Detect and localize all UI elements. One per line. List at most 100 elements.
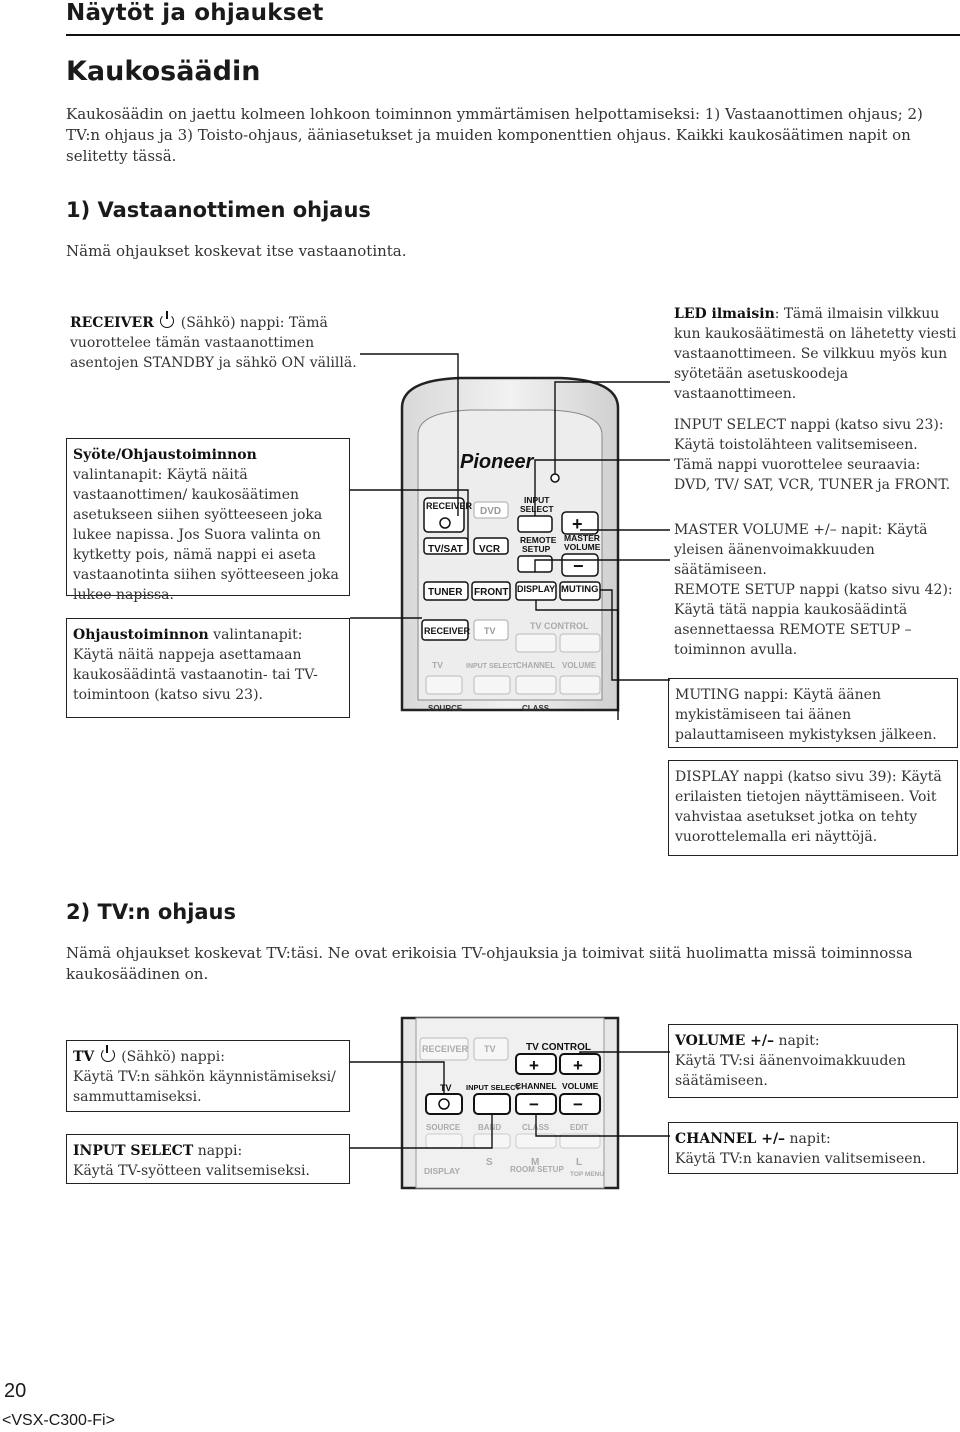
tv-power-button[interactable] — [425, 675, 463, 695]
minus-icon: − — [529, 1095, 539, 1114]
front-button[interactable] — [471, 581, 511, 601]
vcr-button[interactable] — [473, 537, 509, 555]
note-desc: napit: Käytä yleisen äänenvoimakkuuden s… — [674, 522, 928, 578]
label-class: CLASS — [522, 704, 550, 713]
note-display: DISPLAY nappi (katso sivu 39): Käytä eri… — [668, 760, 958, 856]
channel-up-button[interactable] — [515, 633, 557, 653]
power-icon — [438, 1098, 450, 1110]
volume-down-button[interactable] — [559, 675, 601, 695]
note-remote-setup: REMOTE SETUP nappi (katso sivu 42): Käyt… — [674, 580, 958, 660]
note-desc: (Sähkö) nappi: — [121, 1049, 225, 1065]
note-term: INPUT SELECT — [73, 1143, 194, 1159]
section1-title: 1) Vastaanottimen ohjaus — [66, 198, 371, 222]
label-volume: VOLUME — [562, 661, 597, 670]
receiver-mode-button[interactable] — [419, 1037, 469, 1061]
label-room-setup: ROOM SETUP — [510, 1165, 564, 1174]
note-desc: nappi (katso sivu 39): Käytä erilaisten … — [675, 769, 942, 845]
note-tv-channel: CHANNEL +/– napit: Käytä TV:n kanavien v… — [668, 1122, 958, 1174]
input-select-button[interactable] — [517, 515, 553, 533]
label-s: S — [486, 1157, 493, 1168]
note-desc2: Käytä TV:si äänenvoimakkuuden säätämisee… — [675, 1053, 906, 1089]
label-l: L — [576, 1157, 582, 1168]
note-desc: valintanapit: Käytä näitä vastaanottimen… — [73, 467, 339, 603]
note-term: REMOTE SETUP — [674, 582, 795, 598]
label-volume: VOLUME — [562, 1081, 599, 1091]
volume-up-button[interactable] — [559, 633, 601, 653]
btn-label-tuner: TUNER — [428, 587, 463, 598]
section2-title: 2) TV:n ohjaus — [66, 900, 237, 924]
btn-label-remote: REMOTE — [520, 535, 557, 545]
section1-subtitle: Nämä ohjaukset koskevat itse vastaanotin… — [66, 242, 407, 260]
tv-input-select-button[interactable] — [473, 1093, 511, 1115]
remote-illustration-receiver: Pioneer RECEIVER DVD INPUT SELECT TV/SAT… — [350, 353, 670, 720]
label-input-select: INPUT SELECT — [466, 663, 517, 670]
channel-up-button[interactable] — [515, 1053, 557, 1075]
minus-icon: − — [573, 1095, 583, 1114]
btn-label-tv: TV — [484, 1044, 496, 1054]
remote-illustration-tv: RECEIVER TV TV CONTROL + + TV INPUT SELE… — [350, 1016, 670, 1190]
leader-lines — [350, 353, 670, 720]
section2-subtitle: Nämä ohjaukset koskevat TV:täsi. Ne ovat… — [66, 944, 913, 983]
note-tv-power: TV (Sähkö) nappi: Käytä TV:n sähkön käyn… — [66, 1040, 350, 1112]
note-term: RECEIVER — [70, 315, 154, 331]
note-muting: MUTING nappi: Käytä äänen mykistämiseen … — [668, 678, 958, 748]
leader-lines — [350, 1051, 670, 1149]
section-header-title: Näytöt ja ohjaukset — [66, 0, 324, 26]
note-term: VOLUME +/– — [675, 1033, 774, 1049]
edit-button[interactable] — [559, 1133, 601, 1149]
receiver-mode-button[interactable] — [421, 619, 469, 641]
label-tv: TV — [432, 660, 443, 670]
brand-logo: Pioneer — [460, 451, 535, 473]
note-desc: napit: — [778, 1033, 820, 1049]
btn-label-master: MASTER — [564, 533, 600, 543]
note-control-selector: Ohjaustoiminnon valintanapit: Käytä näit… — [66, 618, 350, 718]
label-source: SOURCE — [426, 1123, 461, 1132]
plus-icon: + — [572, 514, 583, 534]
label-channel: CHANNEL — [515, 1081, 557, 1091]
muting-button[interactable] — [559, 581, 601, 601]
btn-label-input: INPUT — [524, 495, 550, 505]
plus-icon: + — [573, 1056, 583, 1075]
volume-down-button[interactable] — [559, 1093, 601, 1115]
plus-icon: + — [529, 1056, 539, 1075]
note-led-indicator: LED ilmaisin: Tämä ilmaisin vilkkuu kun … — [674, 304, 958, 404]
led-indicator — [550, 473, 560, 483]
note-term: MASTER VOLUME +/– — [674, 522, 837, 538]
tv-mode-button[interactable] — [473, 1037, 509, 1061]
btn-label-setup: SETUP — [522, 544, 551, 554]
note-master-volume: MASTER VOLUME +/– napit: Käytä yleisen ä… — [674, 520, 958, 580]
label-tv-control: TV CONTROL — [526, 1042, 591, 1053]
note-desc2: Käytä TV-syötteen valitsemiseksi. — [73, 1163, 310, 1179]
btn-label-muting: MUTING — [561, 584, 598, 595]
note-tv-input-select: INPUT SELECT nappi: Käytä TV-syötteen va… — [66, 1134, 350, 1184]
note-term: TV — [73, 1049, 95, 1065]
note-term: MUTING — [675, 687, 740, 703]
source-button[interactable] — [425, 1133, 463, 1149]
tv-input-select-button[interactable] — [473, 675, 511, 695]
note-term: CHANNEL +/– — [675, 1131, 786, 1147]
tv-mode-button[interactable] — [473, 619, 509, 641]
note-term: DISPLAY — [675, 769, 739, 785]
label-tv: TV — [440, 1083, 452, 1093]
btn-label-receiver-mode: RECEIVER — [424, 626, 471, 636]
btn-label-front: FRONT — [474, 587, 508, 598]
model-code: <VSX-C300-Fi> — [2, 1412, 115, 1429]
channel-down-button[interactable] — [515, 675, 557, 695]
label-m: M — [531, 1157, 539, 1168]
label-band: BAND — [478, 1123, 501, 1132]
note-desc: napit: — [789, 1131, 831, 1147]
note-desc: valintanapit: Käytä näitä nappeja asetta… — [73, 627, 318, 703]
note-desc: (Sähkö) nappi: Tämä vuorottelee tämän va… — [70, 315, 357, 371]
dvd-button[interactable] — [473, 501, 509, 519]
note-term: INPUT SELECT — [674, 417, 786, 433]
tuner-button[interactable] — [423, 581, 469, 601]
power-icon — [100, 1045, 115, 1062]
receiver-power-button[interactable] — [423, 497, 465, 533]
btn-label-receiver: RECEIVER — [422, 1044, 469, 1054]
label-top-menu: TOP MENU — [570, 1171, 604, 1178]
btn-label-display: DISPLAY — [517, 584, 555, 594]
master-volume-up-button[interactable] — [561, 511, 599, 535]
note-desc: nappi (katso sivu 23): Käytä toistolähte… — [674, 417, 951, 493]
tv-power-button[interactable] — [425, 1093, 463, 1115]
power-icon — [439, 517, 451, 529]
